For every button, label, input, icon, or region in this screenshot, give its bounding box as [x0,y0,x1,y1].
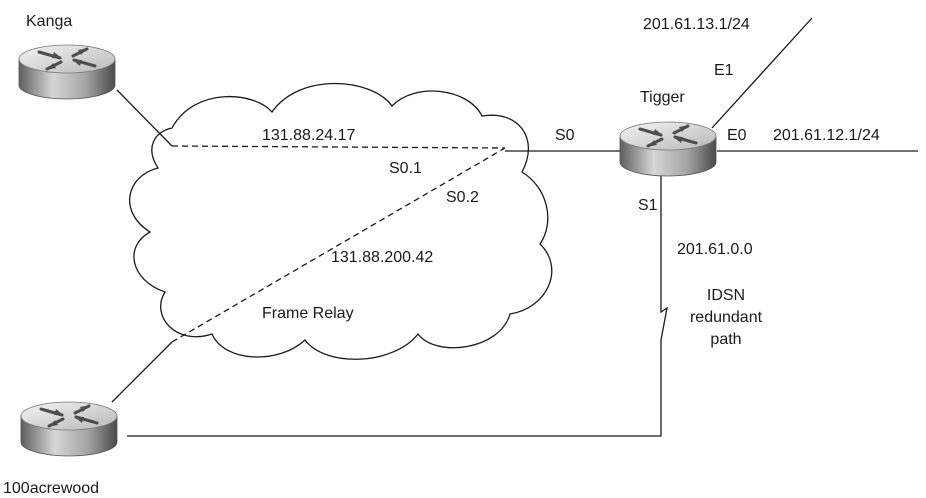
router-name-100acrewood: 100acrewood [3,480,99,497]
e0-network-label: 201.61.12.1/24 [773,127,880,144]
kanga-pvc [171,145,506,149]
acrewood-ip-label: 131.88.200.42 [331,249,433,266]
isdn-path-label-line-2: redundant [690,309,763,326]
router-name-kanga: Kanga [26,13,72,30]
isdn-path-label-line-1: IDSN [707,287,745,304]
router-name-tigger: Tigger [640,89,685,106]
router-icon-tigger[interactable] [618,120,718,178]
acrewood-pvc [171,147,506,343]
tigger-e1-link [711,17,813,129]
kanga-link [116,89,173,147]
isdn-network-label: 201.61.0.0 [677,241,753,258]
router-icon-kanga[interactable] [17,43,117,101]
kanga-ip-label: 131.88.24.17 [262,127,356,144]
frame-relay-cloud [129,82,553,360]
isdn-path-label-line-3: path [710,331,741,348]
interface-s1-label: S1 [638,197,658,214]
interface-s0-label: S0 [555,127,575,144]
frame-relay-label: Frame Relay [262,305,354,322]
acrewood-link [111,341,173,403]
subinterface-s0-2-label: S0.2 [446,189,479,206]
interface-e0-label: E0 [727,127,747,144]
e1-network-label: 201.61.13.1/24 [643,16,750,33]
subinterface-s0-1-label: S0.1 [389,160,422,177]
interface-e1-label: E1 [714,62,734,79]
isdn-redundant-link [127,170,668,437]
router-icon-100acrewood[interactable] [19,400,119,458]
